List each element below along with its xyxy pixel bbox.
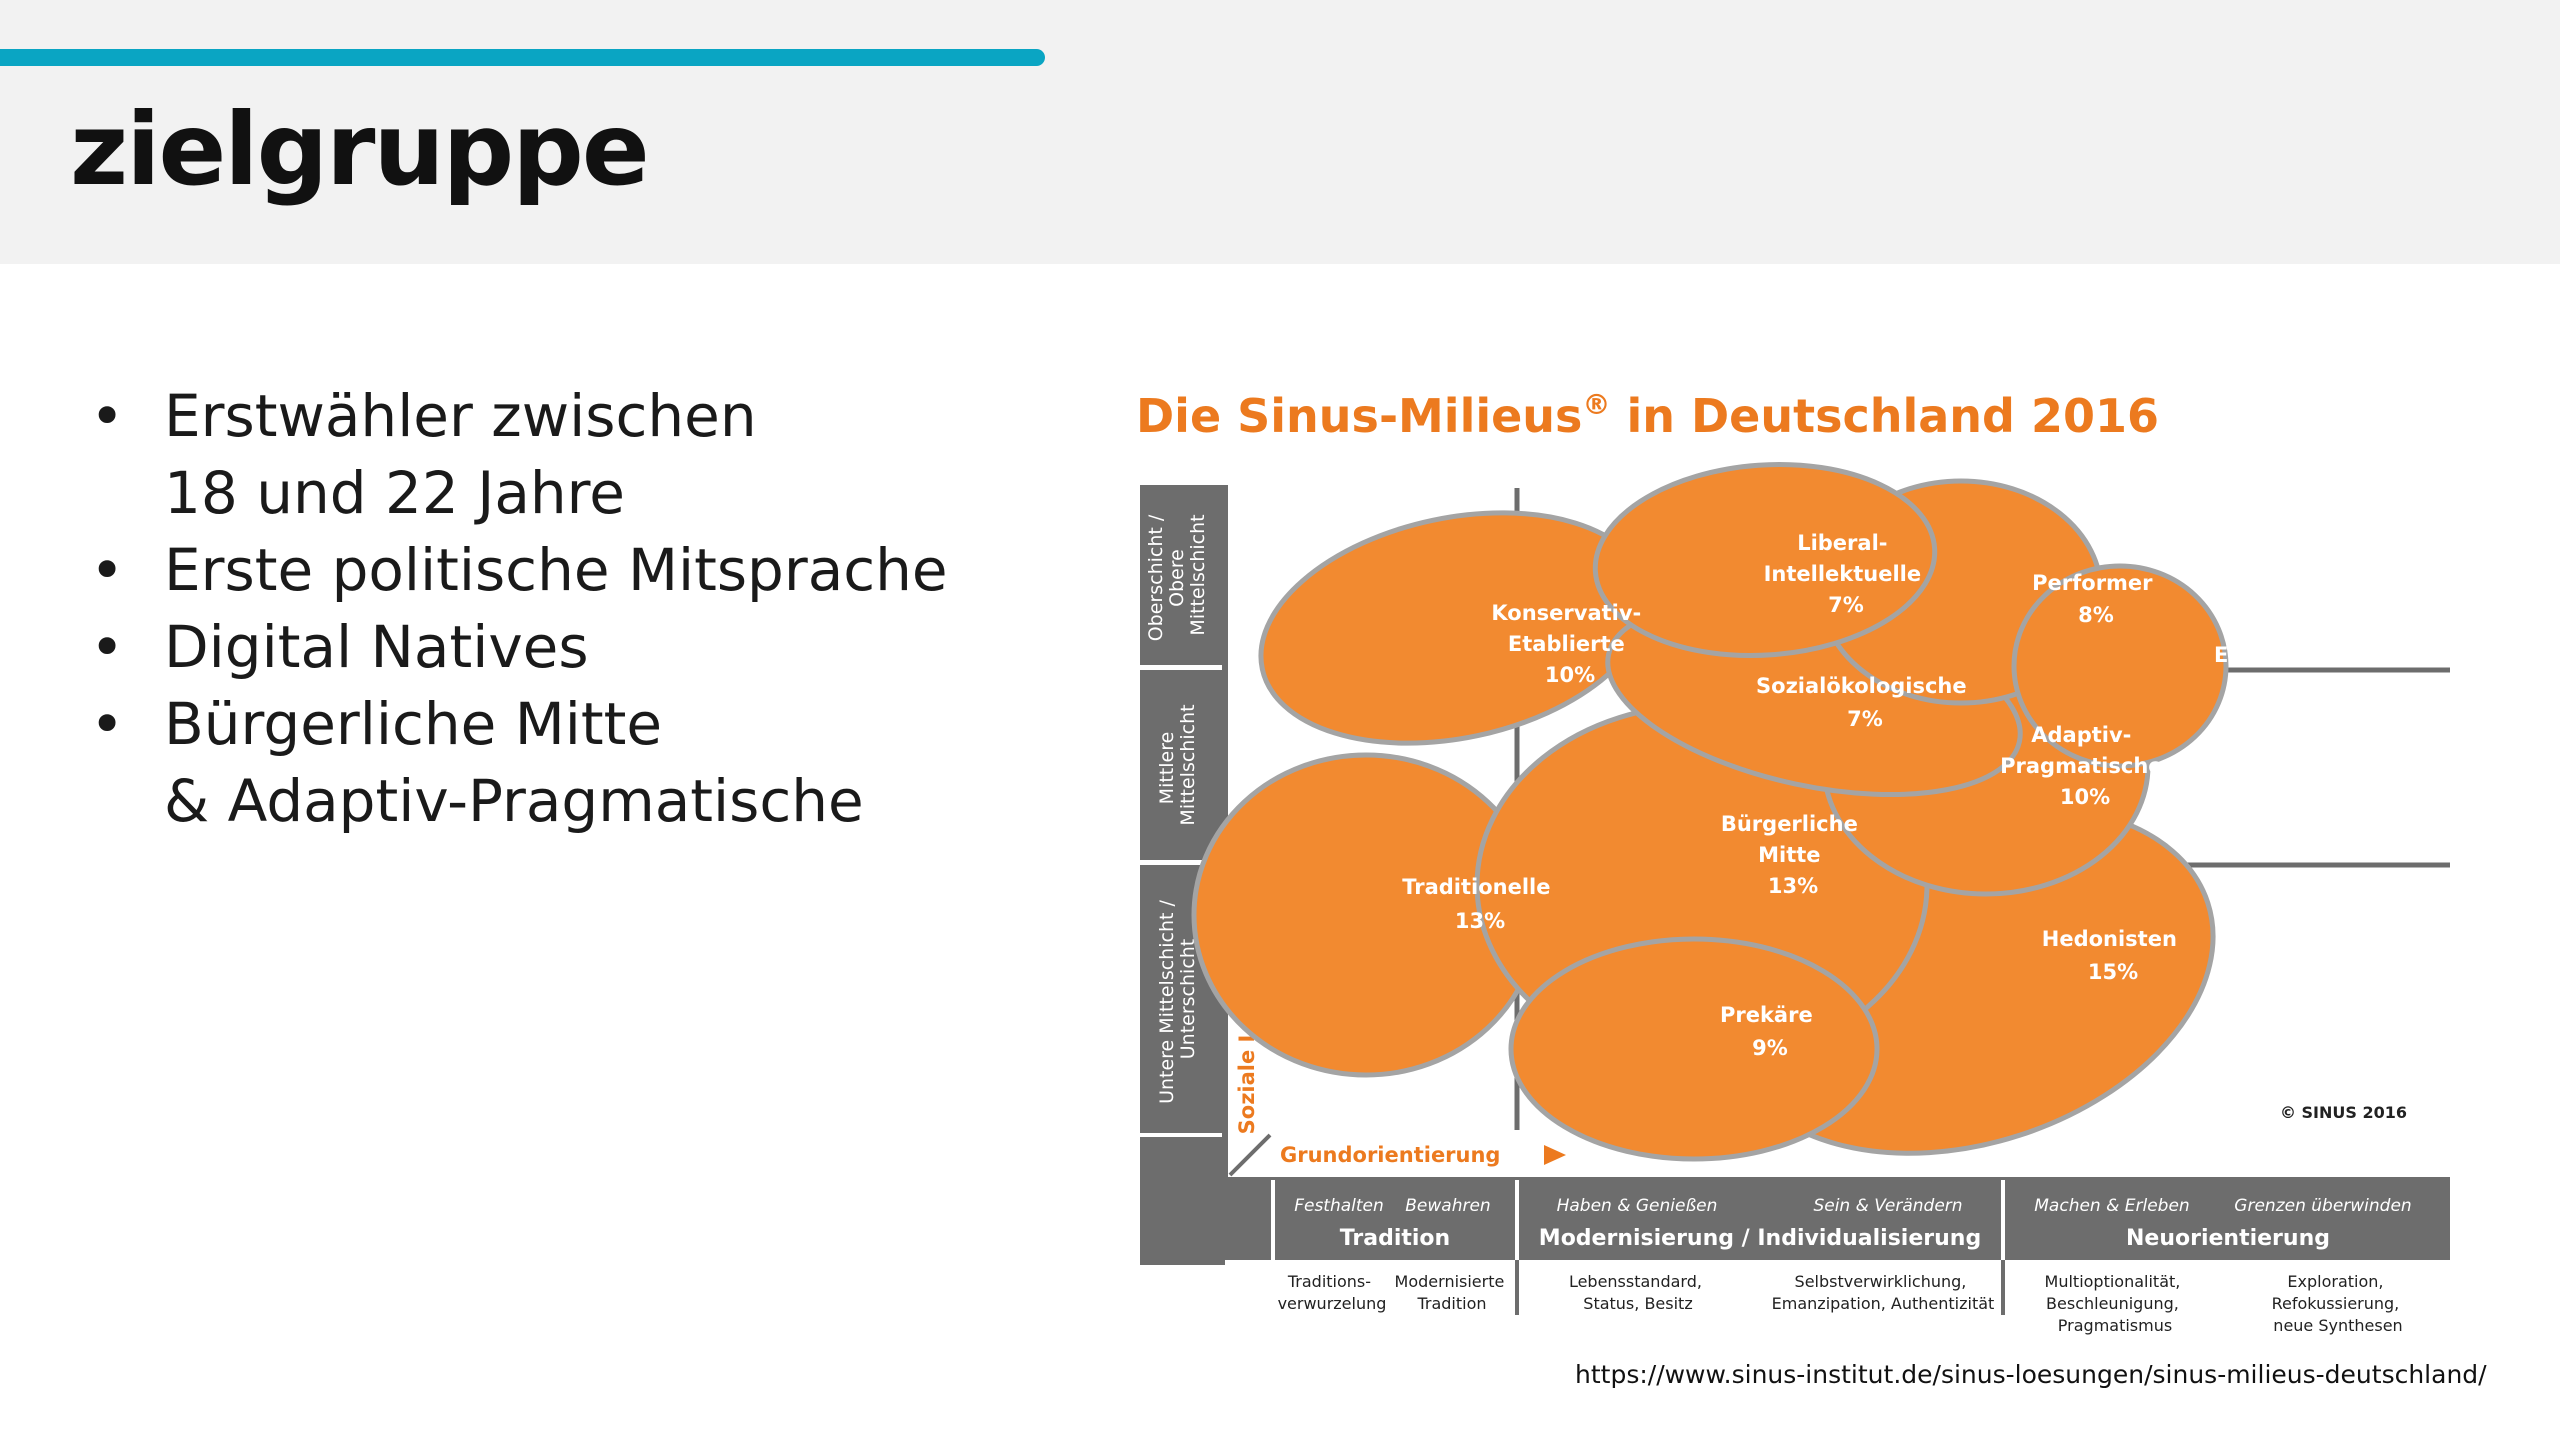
sinus-milieus-diagram: Die Sinus-Milieus® in Deutschland 2016 O… [1136,388,2450,1335]
milieu-label: Hedonisten 15% [2042,927,2184,984]
x-note: Exploration, Refokussierung, neue Synthe… [2272,1272,2405,1335]
x-group-sub: Sein & Verändern [1813,1196,1962,1216]
x-group-name: Tradition [1340,1226,1450,1251]
milieu-bubbles [1191,461,2229,1162]
bullet-item: • Erste politische Mitsprache [90,532,948,609]
x-group-name: Neuorientierung [2126,1226,2330,1251]
x-group-sub: Haben & Genießen [1557,1196,1718,1216]
milieu-label: Expeditive 8% [2214,643,2346,700]
milieu-label: Prekäre 9% [1720,1003,1820,1060]
milieu-label: Adaptiv- Pragmatische 10% [2000,723,2170,809]
bubble-expeditive [2011,563,2229,769]
accent-bar [0,49,1045,66]
x-note: Multioptionalität, Beschleunigung, Pragm… [2045,1272,2186,1335]
milieu-label: Traditionelle 13% [1402,875,1558,933]
y-band-label: Untere Mittelschicht / Unterschicht [1156,894,1199,1104]
milieu-label: Konservativ- Etablierte 10% [1491,601,1648,687]
x-axis-arrow-icon [1544,1145,1566,1165]
milieu-label: Sozialökologische 7% [1756,674,1974,731]
x-note: Selbstverwirklichung, Emanzipation, Auth… [1772,1272,1995,1313]
note-dividers [1515,1260,2005,1315]
x-group-sub: Bewahren [1405,1196,1490,1216]
axis-diagonal [1228,1133,1272,1177]
y-band-label: Oberschicht / Obere Mittelschicht [1145,509,1209,642]
header-bar [0,0,2560,264]
x-note: Traditions- verwurzelung [1278,1272,1387,1313]
source-link[interactable]: https://www.sinus-institut.de/sinus-loes… [1575,1360,2487,1389]
bullet-text: Digital Natives [164,613,589,681]
x-group-sub: Festhalten [1294,1196,1384,1216]
milieu-label: Bürgerliche Mitte 13% [1721,812,1865,898]
bullet-item: • Bürgerliche Mitte & Adaptiv-Pragmatisc… [90,686,948,840]
bubble-liberal-intellektuelle [1592,461,1938,659]
bullet-list: • Erstwähler zwischen 18 und 22 Jahre • … [90,378,948,840]
x-axis-bar-corner [1140,1180,1220,1260]
copyright-label: © SINUS 2016 [2280,1103,2407,1122]
x-axis-bar [1140,1180,2450,1260]
bullet-text: & Adaptiv-Pragmatische [164,767,864,835]
x-axis-bar-bg [1140,1180,2450,1260]
diagram-title: Die Sinus-Milieus® in Deutschland 2016 [1136,388,2159,443]
x-note: Lebensstandard, Status, Besitz [1569,1272,1707,1313]
x-group-name: Modernisierung / Individualisierung [1539,1226,1981,1251]
x-group-sub: Grenzen überwinden [2234,1196,2411,1216]
bubble-prekaere [1508,936,1880,1162]
bullet-symbol: • [90,613,125,681]
slide-title: zielgruppe [70,91,650,208]
milieu-label: Liberal- Intellektuelle 7% [1764,531,1929,617]
x-axis-label: Grundorientierung [1280,1143,1500,1167]
bullet-item: • Digital Natives [90,609,948,686]
bullet-symbol: • [90,690,125,758]
y-band-upper [1140,485,1225,665]
y-band-label: Mittlere Mittelschicht [1156,704,1199,825]
bullet-text: Bürgerliche Mitte [164,690,663,758]
milieu-label: Performer 8% [2032,571,2160,627]
bullet-text: Erstwähler zwischen [164,382,757,450]
x-group-sub: Machen & Erleben [2034,1196,2189,1216]
bullet-symbol: • [90,382,125,450]
x-note: Modernisierte Tradition [1395,1272,1510,1313]
bullet-symbol: • [90,536,125,604]
bullet-item: • Erstwähler zwischen 18 und 22 Jahre [90,378,948,532]
bullet-text: Erste politische Mitsprache [164,536,948,604]
y-band-middle [1140,670,1225,860]
bullet-text: 18 und 22 Jahre [164,459,625,527]
